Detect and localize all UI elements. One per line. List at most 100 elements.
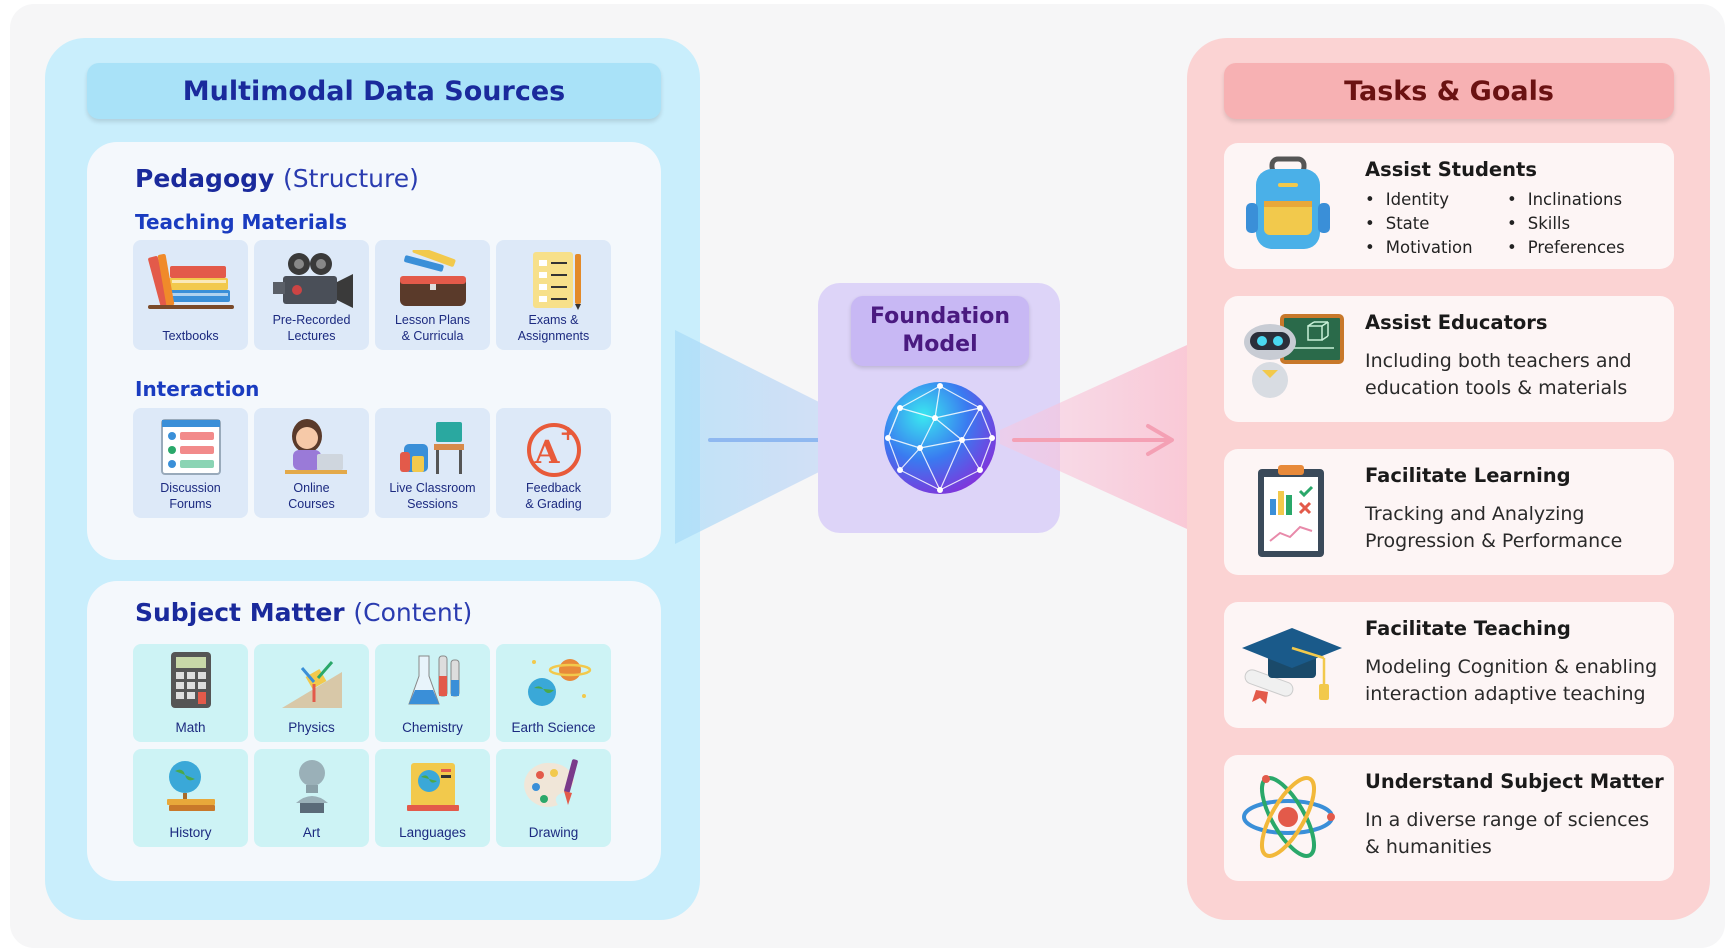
foundation-model-box: Foundation Model: [818, 283, 1060, 533]
student-laptop-icon: [284, 419, 347, 474]
tasks-goals-panel: Tasks & Goals Assist Students Identity S…: [1187, 38, 1710, 920]
goal-title: Assist Educators: [1365, 311, 1548, 334]
backpack-icon: [1246, 156, 1330, 249]
goal-assist-students: Assist Students Identity State Motivatio…: [1224, 143, 1674, 269]
tile-exams-assignments: Exams & Assignments: [496, 240, 611, 350]
subject-title-main: Subject Matter: [135, 598, 345, 627]
svg-text:A: A: [533, 433, 560, 471]
subject-title-paren: (Content): [353, 598, 473, 627]
bullets-left-col: Identity State Motivation: [1365, 188, 1505, 260]
goal-facilitate-teaching: Facilitate Teaching Modeling Cognition &…: [1224, 602, 1674, 728]
goal-title: Understand Subject Matter: [1365, 770, 1664, 793]
tile-label: Chemistry: [402, 720, 463, 735]
list-item: Motivation: [1365, 236, 1505, 260]
tile-earth-science: Earth Science: [496, 644, 611, 742]
tile-live-classroom: Live Classroom Sessions: [375, 408, 490, 518]
interaction-row: Discussion Forums Online Courses: [133, 408, 611, 518]
goal-assist-educators: Assist Educators Including both teachers…: [1224, 296, 1674, 422]
forum-board-icon: [160, 419, 221, 475]
neural-globe-icon: [884, 382, 996, 494]
books-icon: [147, 254, 234, 309]
tile-label: Physics: [288, 720, 335, 735]
foundation-model-line1: Foundation: [869, 304, 1010, 329]
tile-lesson-plans: Lesson Plans & Curricula: [375, 240, 490, 350]
goal-understand-subject: Understand Subject Matter In a diverse r…: [1224, 755, 1674, 881]
inclined-plane-icon: [281, 661, 342, 708]
tile-label: Languages: [399, 825, 466, 840]
graduation-cap-icon: [1242, 628, 1342, 704]
svg-text:+: +: [559, 421, 576, 445]
data-sources-header: Multimodal Data Sources: [87, 63, 661, 119]
tile-label: History: [169, 825, 212, 840]
pencil-case-icon: [399, 250, 466, 306]
clipboard-chart-icon: [1258, 465, 1324, 557]
list-item: Preferences: [1507, 236, 1647, 260]
teaching-materials-title: Teaching Materials: [135, 210, 348, 234]
tile-label: Feedback & Grading: [525, 481, 582, 511]
tile-history: History: [133, 749, 248, 847]
pedagogy-title: Pedagogy (Structure): [135, 164, 419, 193]
tile-label: Lesson Plans & Curricula: [394, 313, 471, 343]
calculator-icon: [170, 652, 211, 708]
data-sources-panel: Multimodal Data Sources Pedagogy (Struct…: [45, 38, 700, 920]
goal-title: Assist Students: [1365, 158, 1537, 181]
foundation-model-line2: Model: [902, 332, 978, 357]
goal-description: Including both teachers and education to…: [1365, 350, 1632, 399]
tile-math: Math: [133, 644, 248, 742]
tile-label: Online Courses: [288, 481, 335, 511]
video-camera-icon: [272, 253, 353, 308]
subject-row-2: History Art Languages: [133, 749, 611, 847]
tile-label: Discussion Forums: [160, 481, 221, 511]
tile-label: Textbooks: [162, 329, 219, 343]
a-plus-grade-icon: A +: [526, 421, 581, 477]
atom-icon: [1242, 775, 1335, 858]
tile-art: Art: [254, 749, 369, 847]
tile-label: Exams & Assignments: [517, 313, 590, 343]
goal-description: In a diverse range of sciences & humanit…: [1365, 809, 1650, 858]
goal-description: Modeling Cognition & enabling interactio…: [1365, 656, 1658, 705]
teaching-materials-row: Textbooks Pre-Recorded Lectures: [133, 240, 611, 350]
list-item: State: [1365, 212, 1505, 236]
tile-drawing: Drawing: [496, 749, 611, 847]
tile-languages: Languages: [375, 749, 490, 847]
goal-title: Facilitate Teaching: [1365, 617, 1571, 640]
tile-label: Pre-Recorded Lectures: [272, 313, 351, 343]
input-beam: [675, 330, 875, 544]
tile-feedback-grading: A + Feedback & Grading: [496, 408, 611, 518]
foundation-model-label: Foundation Model: [851, 296, 1029, 366]
tile-label: Drawing: [528, 825, 579, 840]
tile-label: Art: [302, 825, 321, 840]
subject-matter-card: Subject Matter (Content) Math: [87, 581, 661, 881]
bust-sculpture-icon: [295, 760, 328, 813]
tile-textbooks: Textbooks: [133, 240, 248, 350]
tile-label: Math: [175, 720, 206, 735]
classroom-desk-icon: [399, 422, 464, 474]
output-beam: [1000, 330, 1220, 544]
flask-icon: [407, 655, 459, 705]
planets-icon: [527, 659, 591, 706]
tile-discussion-forums: Discussion Forums: [133, 408, 248, 518]
robot-teacher-icon: [1244, 314, 1344, 398]
bullets-right-col: Inclinations Skills Preferences: [1507, 188, 1647, 260]
interaction-title: Interaction: [135, 377, 260, 401]
goal-description: Tracking and Analyzing Progression & Per…: [1365, 503, 1623, 552]
output-arrow: [1012, 424, 1174, 456]
list-item: Inclinations: [1507, 188, 1647, 212]
language-book-icon: [406, 763, 459, 811]
pedagogy-title-paren: (Structure): [283, 164, 419, 193]
goal-facilitate-learning: Facilitate Learning Tracking and Analyzi…: [1224, 449, 1674, 575]
tile-chemistry: Chemistry: [375, 644, 490, 742]
tile-label: Earth Science: [511, 720, 596, 735]
list-item: Skills: [1507, 212, 1647, 236]
tile-online-courses: Online Courses: [254, 408, 369, 518]
subject-title: Subject Matter (Content): [135, 598, 472, 627]
pedagogy-title-main: Pedagogy: [135, 164, 275, 193]
subject-row-1: Math Physics: [133, 644, 611, 742]
globe-books-icon: [166, 761, 215, 811]
goal-title: Facilitate Learning: [1365, 464, 1571, 487]
palette-icon: [523, 759, 578, 807]
checklist-icon: [532, 252, 581, 310]
pedagogy-card: Pedagogy (Structure) Teaching Materials …: [87, 142, 661, 560]
tile-label: Live Classroom Sessions: [389, 481, 476, 511]
list-item: Identity: [1365, 188, 1505, 212]
